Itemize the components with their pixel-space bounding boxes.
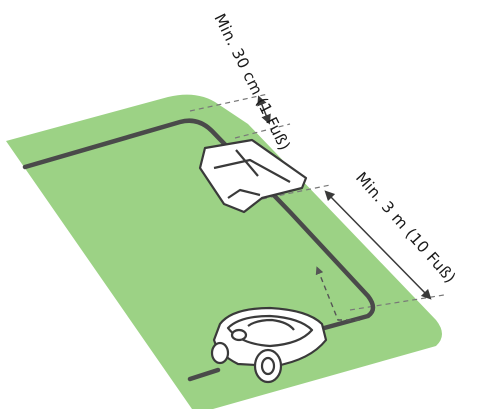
- dimension-arrow-icon: [324, 190, 432, 300]
- charging-station-icon: [198, 138, 308, 214]
- lawn-area: [6, 94, 442, 409]
- boundary-wire: [22, 118, 376, 382]
- robotic-mower-icon: [210, 306, 328, 384]
- path-arrow-icon: [315, 266, 360, 321]
- dimension-arrow-icon: [257, 95, 271, 125]
